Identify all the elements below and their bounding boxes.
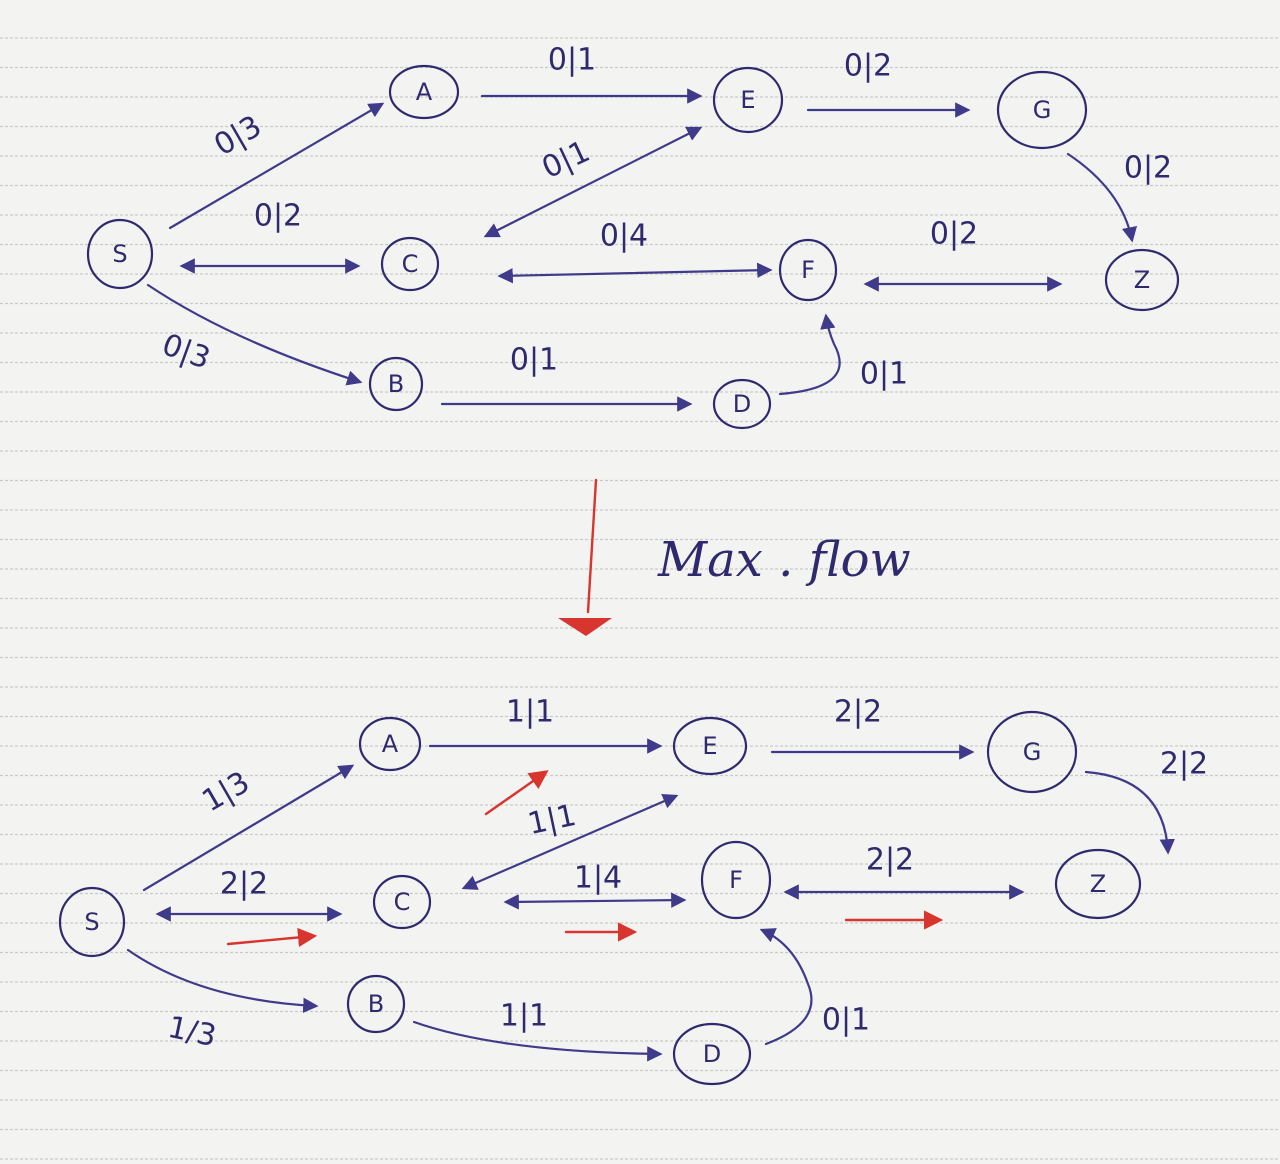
flow-network-after: 1|3 2|2 1/3 1|1 1|1 1|4 2|2 2|2 2|2 1|1 … — [58, 695, 1208, 1086]
edge-label-a-e: 0|1 — [548, 43, 596, 78]
transition-arrow-head — [558, 618, 612, 636]
flow-arrow-s-c — [226, 927, 318, 948]
svg-text:G: G — [1023, 738, 1042, 766]
svg-text:Z: Z — [1090, 870, 1106, 898]
edge-label-b-d: 0|1 — [510, 343, 558, 378]
edge-g-z — [1066, 152, 1138, 243]
svg-text:B: B — [368, 990, 384, 1018]
node-b-after: B — [346, 974, 406, 1034]
node-b: B — [368, 356, 424, 412]
edge-label-c-f-after: 1|4 — [574, 861, 622, 896]
node-a-after: A — [358, 716, 422, 772]
transition-arrow — [586, 478, 598, 614]
edge-s-b-after — [126, 948, 319, 1014]
svg-text:F: F — [729, 866, 743, 894]
edge-b-d-after — [412, 1020, 663, 1062]
edge-s-b — [146, 283, 363, 386]
edge-label-g-z-after: 2|2 — [1160, 747, 1208, 782]
ruled-lines — [0, 37, 1280, 1160]
edge-label-c-e: 0|1 — [537, 134, 596, 186]
node-z-after: Z — [1054, 848, 1142, 920]
edge-label-s-c: 0|2 — [254, 199, 302, 234]
edge-label-s-b-after: 1/3 — [165, 1010, 220, 1054]
node-e-after: E — [672, 716, 748, 776]
svg-text:A: A — [416, 78, 433, 106]
svg-text:B: B — [388, 370, 404, 398]
edge-label-f-z: 0|2 — [930, 217, 978, 252]
edge-g-z-after — [1084, 770, 1175, 855]
svg-text:F: F — [801, 256, 815, 284]
edge-c-f — [497, 262, 773, 284]
node-c-after: C — [372, 874, 432, 930]
max-flow-transition: Max . flow — [558, 478, 911, 636]
node-s-after: S — [58, 886, 126, 958]
edge-label-s-a-after: 1|3 — [196, 765, 255, 819]
edge-label-f-z-after: 2|2 — [866, 843, 914, 878]
edge-label-g-z: 0|2 — [1124, 151, 1172, 186]
node-e: E — [712, 66, 784, 134]
node-f-after: F — [700, 840, 772, 920]
svg-text:D: D — [733, 390, 751, 418]
edge-c-e — [483, 126, 703, 238]
edge-d-f-after — [759, 928, 813, 1046]
svg-text:Z: Z — [1134, 266, 1150, 294]
edge-label-s-b: 0|3 — [157, 327, 214, 376]
edge-label-e-g: 0|2 — [844, 49, 892, 84]
node-a: A — [388, 64, 460, 120]
svg-text:A: A — [382, 730, 399, 758]
edge-label-s-c-after: 2|2 — [220, 867, 268, 902]
node-g-after: G — [986, 710, 1078, 794]
edge-label-d-f-after: 0|1 — [822, 1003, 870, 1038]
svg-text:S: S — [112, 240, 127, 268]
node-d-after: D — [672, 1022, 752, 1086]
edge-label-a-e-after: 1|1 — [506, 695, 554, 730]
node-s: S — [86, 218, 154, 290]
svg-text:D: D — [703, 1040, 721, 1068]
max-flow-title: Max . flow — [657, 532, 911, 588]
edge-label-s-a: 0|3 — [208, 109, 267, 163]
svg-text:C: C — [402, 250, 419, 278]
svg-text:E: E — [740, 86, 755, 114]
svg-text:C: C — [394, 888, 411, 916]
edge-d-f — [778, 313, 841, 396]
edge-label-e-g-after: 2|2 — [834, 695, 882, 730]
edge-s-a-after — [142, 764, 355, 892]
edge-label-d-f: 0|1 — [860, 357, 908, 392]
flow-arrow-c-e — [484, 770, 549, 816]
svg-text:G: G — [1033, 96, 1052, 124]
flow-network-before: 0|3 0|2 0|3 0|1 0|1 0|4 0|2 0|2 0|2 0|1 … — [86, 43, 1180, 430]
node-f: F — [778, 238, 838, 302]
edge-c-f-after — [503, 892, 687, 910]
edge-c-e-after — [461, 794, 679, 890]
svg-text:S: S — [84, 908, 99, 936]
edge-s-a — [168, 102, 385, 230]
svg-text:E: E — [702, 732, 717, 760]
edge-label-c-f: 0|4 — [600, 219, 648, 254]
node-z: Z — [1104, 248, 1180, 312]
edge-label-b-d-after: 1|1 — [500, 999, 548, 1034]
node-g: G — [996, 70, 1088, 150]
node-d: D — [712, 378, 772, 430]
node-c: C — [380, 236, 440, 292]
